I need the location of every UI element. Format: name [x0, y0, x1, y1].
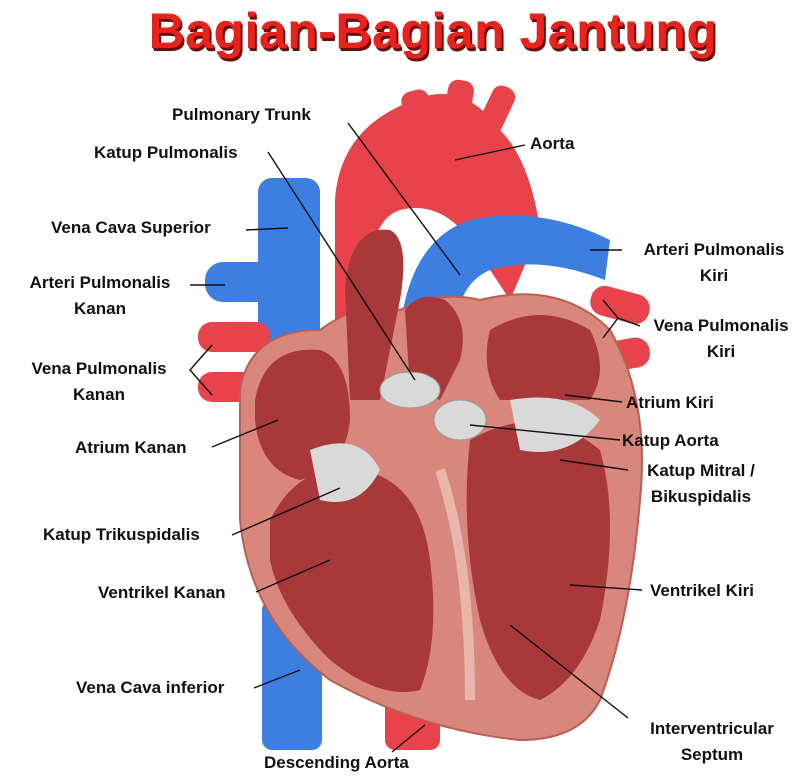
- label-vena-pulmonalis-kiri-line1: Vena Pulmonalis: [640, 313, 802, 339]
- label-interventricular-line2: Septum: [630, 742, 794, 768]
- label-arteri-pulmonalis-kiri-line2: Kiri: [626, 263, 802, 289]
- label-vena-pulmonalis-kiri: Vena Pulmonalis Kiri: [640, 313, 802, 365]
- aortic-valve: [434, 400, 486, 440]
- label-aorta: Aorta: [530, 131, 574, 157]
- label-vena-pulmonalis-kanan: Vena Pulmonalis Kanan: [14, 356, 184, 408]
- label-vena-pulmonalis-kanan-line2: Kanan: [14, 382, 184, 408]
- label-vena-cava-superior: Vena Cava Superior: [51, 215, 211, 241]
- label-arteri-pulmonalis-kanan: Arteri Pulmonalis Kanan: [12, 270, 188, 322]
- label-interventricular-septum: Interventricular Septum: [630, 716, 794, 768]
- label-ventrikel-kanan: Ventrikel Kanan: [98, 580, 226, 606]
- label-vena-cava-inferior: Vena Cava inferior: [76, 675, 224, 701]
- label-katup-mitral-line2: Bikuspidalis: [626, 484, 776, 510]
- label-arteri-pulmonalis-kiri-line1: Arteri Pulmonalis: [626, 237, 802, 263]
- label-descending-aorta: Descending Aorta: [264, 750, 409, 776]
- label-arteri-pulmonalis-kiri: Arteri Pulmonalis Kiri: [626, 237, 802, 289]
- label-vena-pulmonalis-kanan-line1: Vena Pulmonalis: [14, 356, 184, 382]
- label-interventricular-line1: Interventricular: [630, 716, 794, 742]
- label-katup-mitral-line1: Katup Mitral /: [626, 458, 776, 484]
- label-katup-trikuspidalis: Katup Trikuspidalis: [43, 522, 200, 548]
- label-atrium-kanan: Atrium Kanan: [75, 435, 186, 461]
- right-pulmonary-artery-vessel: [205, 262, 275, 302]
- label-vena-pulmonalis-kiri-line2: Kiri: [640, 339, 802, 365]
- label-katup-pulmonalis: Katup Pulmonalis: [94, 140, 238, 166]
- label-katup-aorta: Katup Aorta: [622, 428, 719, 454]
- right-pulmonary-vein-upper: [198, 322, 270, 352]
- label-arteri-pulmonalis-kanan-line1: Arteri Pulmonalis: [12, 270, 188, 296]
- label-atrium-kiri: Atrium Kiri: [626, 390, 714, 416]
- label-arteri-pulmonalis-kanan-line2: Kanan: [12, 296, 188, 322]
- pulmonary-valve: [380, 372, 440, 408]
- label-katup-mitral: Katup Mitral / Bikuspidalis: [626, 458, 776, 510]
- left-atrium-chamber: [487, 315, 600, 400]
- label-ventrikel-kiri: Ventrikel Kiri: [650, 578, 754, 604]
- label-pulmonary-trunk: Pulmonary Trunk: [172, 102, 311, 128]
